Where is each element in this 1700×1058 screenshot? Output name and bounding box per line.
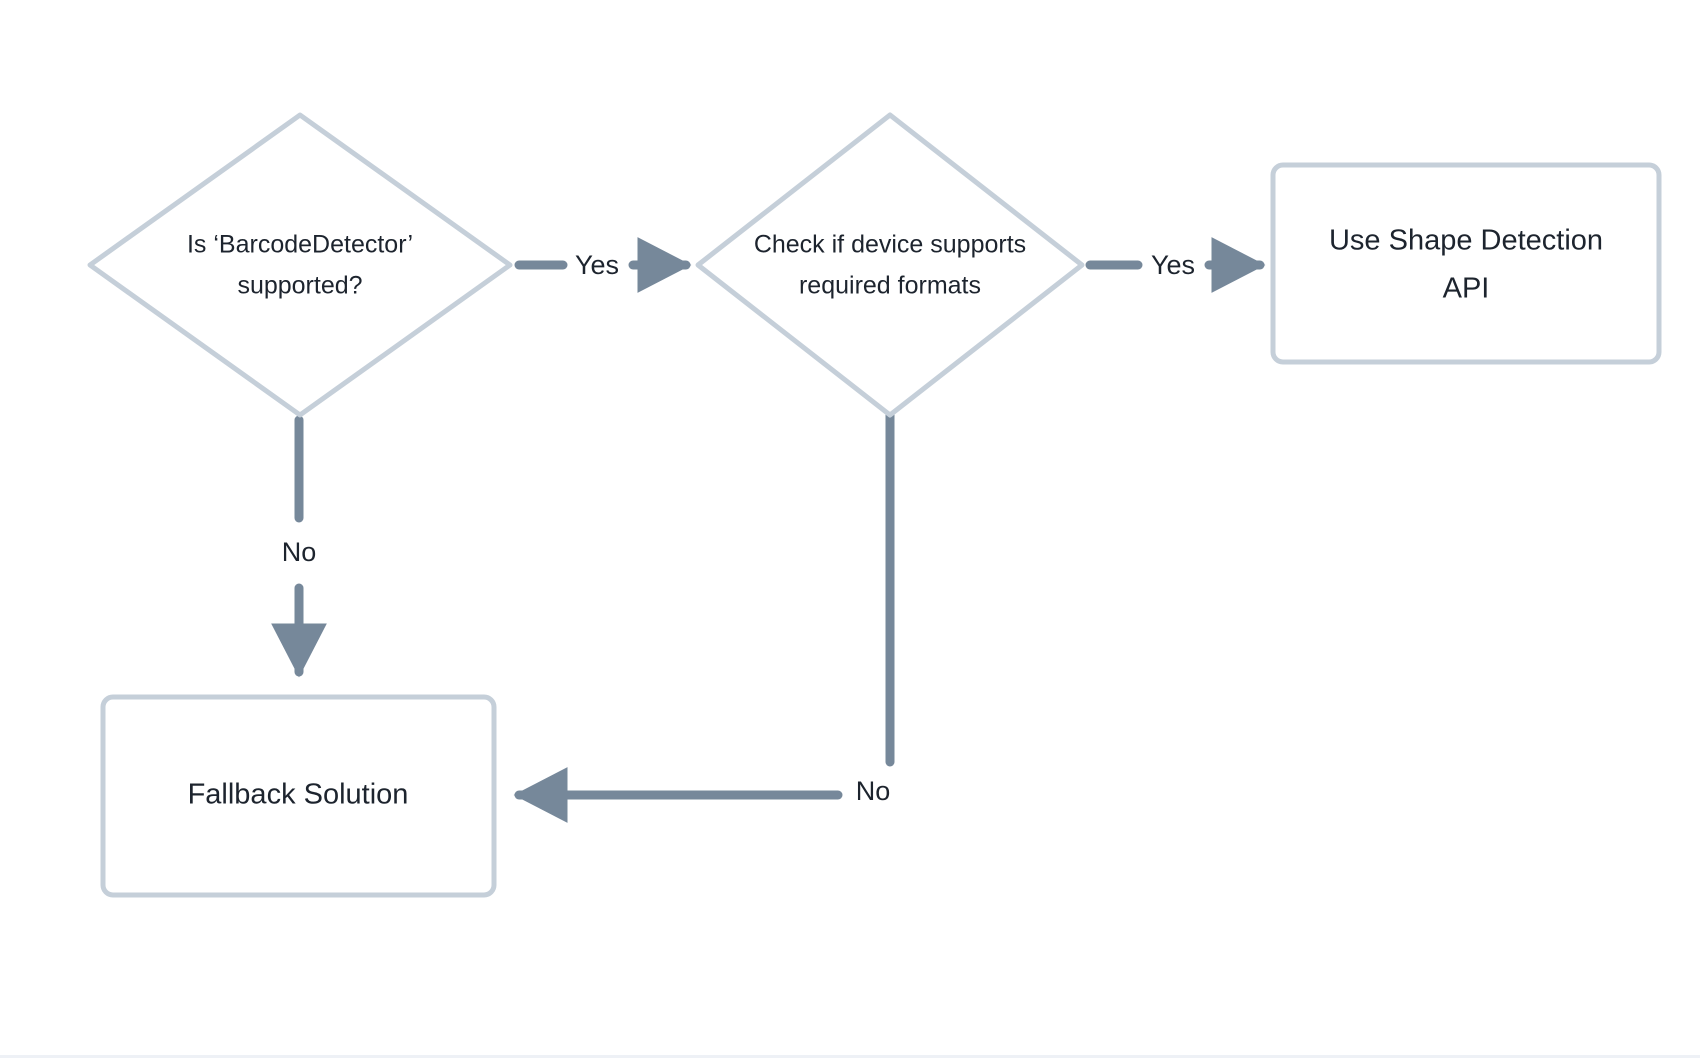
process-shape-detection-api-shape — [1270, 162, 1662, 365]
edge-label-formats-yes: Yes — [1151, 250, 1195, 280]
bottom-divider — [0, 1055, 1700, 1058]
edge-formats-yes: Yes — [1085, 237, 1266, 293]
process-shape-detection-api-label-line2: API — [1443, 273, 1490, 305]
edge-barcodedetector-no: No — [271, 415, 327, 678]
process-shape-detection-api-label-line1: Use Shape Detection — [1329, 225, 1603, 257]
decision-barcodedetector-label-line2: supported? — [237, 272, 362, 300]
process-fallback-solution-shape — [100, 694, 497, 898]
node-process-fallback-solution[interactable]: Fallback Solution — [100, 694, 497, 898]
edge-barcodedetector-yes: Yes — [514, 237, 692, 293]
edge-formats-no: No — [513, 405, 895, 823]
node-process-shape-detection-api[interactable]: Use Shape Detection API — [1270, 162, 1662, 365]
decision-formats-shape — [695, 112, 1085, 418]
decision-barcodedetector-shape — [87, 112, 513, 418]
decision-formats-label-line1: Check if device supports — [754, 231, 1026, 259]
process-fallback-solution-label-line1: Fallback Solution — [188, 779, 409, 811]
decision-formats-label-line2: required formats — [799, 272, 981, 300]
edge-label-barcodedetector-no: No — [282, 537, 317, 567]
edge-label-barcodedetector-yes: Yes — [575, 250, 619, 280]
node-decision-barcodedetector[interactable]: Is ‘BarcodeDetector’ supported? — [87, 112, 513, 418]
edge-label-formats-no: No — [856, 776, 891, 806]
decision-barcodedetector-label-line1: Is ‘BarcodeDetector’ — [187, 231, 413, 259]
node-decision-formats[interactable]: Check if device supports required format… — [695, 112, 1085, 418]
